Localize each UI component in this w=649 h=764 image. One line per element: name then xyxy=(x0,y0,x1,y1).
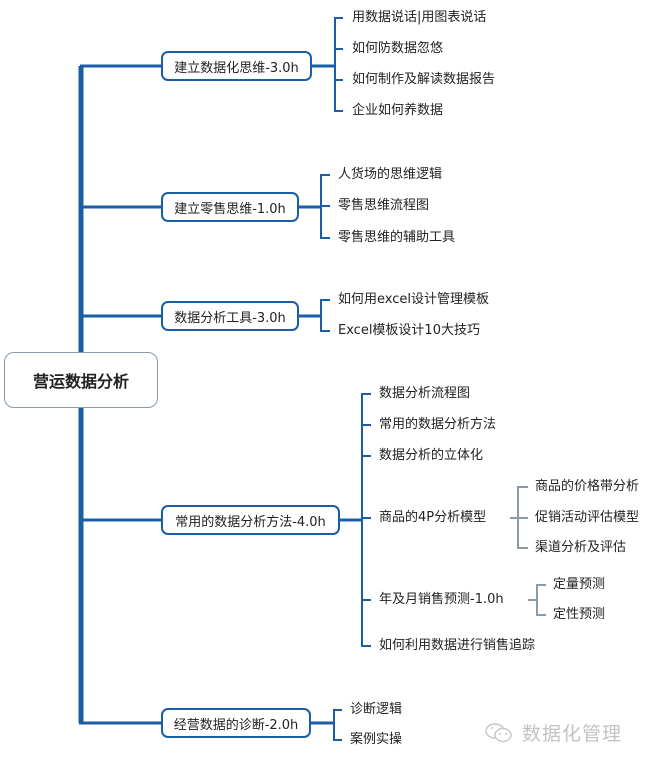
bracket-branch-0 xyxy=(312,17,343,112)
watermark-label: 数据化管理 xyxy=(522,723,623,745)
leaf-node[interactable]: 促销活动评估模型 xyxy=(535,510,640,525)
leaf-node-4p-model[interactable]: 商品的4P分析模型 xyxy=(379,510,487,525)
leaf-node[interactable]: 常用的数据分析方法 xyxy=(379,417,497,432)
leaf-node[interactable]: 企业如何养数据 xyxy=(352,103,444,118)
branch-node-analysis-methods[interactable]: 常用的数据分析方法-4.0h xyxy=(161,505,340,535)
root-node[interactable]: 营运数据分析 xyxy=(4,352,158,408)
leaf-node[interactable]: 案例实操 xyxy=(350,732,403,747)
bracket-branch-3 xyxy=(340,393,371,647)
bracket-branch-2 xyxy=(299,299,330,332)
leaf-node[interactable]: 如何用excel设计管理模板 xyxy=(338,292,489,307)
branch-label: 数据分析工具-3.0h xyxy=(174,310,286,326)
watermark: 数据化管理 xyxy=(484,719,622,746)
branch-label: 建立零售思维-1.0h xyxy=(174,201,286,217)
leaf-node[interactable]: 数据分析流程图 xyxy=(379,386,471,401)
branch-label: 建立数据化思维-3.0h xyxy=(174,60,299,76)
leaf-node[interactable]: 定性预测 xyxy=(553,607,606,622)
branch-node-diagnosis[interactable]: 经营数据的诊断-2.0h xyxy=(161,708,311,738)
branch-node-analysis-tools[interactable]: 数据分析工具-3.0h xyxy=(161,301,299,331)
leaf-node[interactable]: Excel模板设计10大技巧 xyxy=(338,323,480,338)
bracket-branch-4 xyxy=(311,709,342,741)
branch-node-retail-thinking[interactable]: 建立零售思维-1.0h xyxy=(161,192,299,222)
leaf-node[interactable]: 定量预测 xyxy=(553,577,606,592)
leaf-node[interactable]: 商品的价格带分析 xyxy=(535,479,640,494)
root-label: 营运数据分析 xyxy=(32,372,129,391)
bracket-forecast xyxy=(528,584,546,616)
leaf-node[interactable]: 如何防数据忽悠 xyxy=(352,41,444,56)
leaf-node[interactable]: 渠道分析及评估 xyxy=(535,540,627,555)
leaf-node[interactable]: 零售思维流程图 xyxy=(338,198,430,213)
leaf-node[interactable]: 人货场的思维逻辑 xyxy=(338,167,443,182)
wechat-icon xyxy=(484,721,514,745)
leaf-node[interactable]: 零售思维的辅助工具 xyxy=(338,230,456,245)
leaf-node[interactable]: 数据分析的立体化 xyxy=(379,448,484,463)
leaf-node[interactable]: 诊断逻辑 xyxy=(350,702,403,717)
branch-label: 常用的数据分析方法-4.0h xyxy=(175,514,326,530)
bracket-branch-1 xyxy=(299,174,330,239)
leaf-node[interactable]: 如何利用数据进行销售追踪 xyxy=(379,638,536,653)
leaf-node[interactable]: 用数据说话|用图表说话 xyxy=(352,10,487,25)
leaf-node-forecast[interactable]: 年及月销售预测-1.0h xyxy=(379,592,504,607)
leaf-node[interactable]: 如何制作及解读数据报告 xyxy=(352,72,496,87)
branch-label: 经营数据的诊断-2.0h xyxy=(173,717,299,733)
bracket-4p-model xyxy=(510,486,528,549)
branch-node-data-thinking[interactable]: 建立数据化思维-3.0h xyxy=(161,51,312,81)
